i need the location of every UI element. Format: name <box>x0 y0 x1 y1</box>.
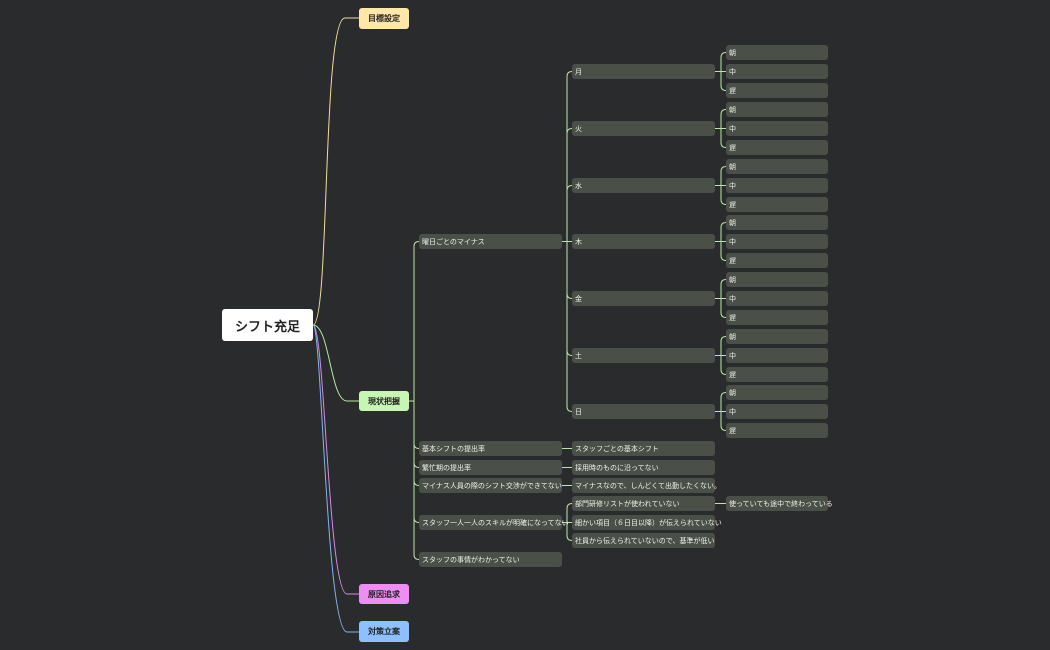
day-1-bracket-link <box>720 128 727 148</box>
shift-slot-node[interactable]: 中 <box>726 121 828 136</box>
day-4-bracket-link <box>720 298 727 318</box>
day-node[interactable]: 水 <box>572 178 715 193</box>
day-4-bracket-link <box>720 279 727 299</box>
day-node[interactable]: 木 <box>572 234 715 249</box>
shift-slot-node[interactable]: 遅 <box>726 310 828 325</box>
shift-slot-node[interactable]: 中 <box>726 234 828 249</box>
current-bracket-link <box>413 401 420 449</box>
shift-slot-node[interactable]: 朝 <box>726 102 828 117</box>
shift-slot-node[interactable]: 中 <box>726 291 828 306</box>
shift-slot-node[interactable]: 中 <box>726 178 828 193</box>
weekday-bracket-link <box>566 185 573 242</box>
issue-node[interactable]: スタッフ一人一人のスキルが明確になってない <box>419 515 569 530</box>
current-connector <box>312 324 359 402</box>
branch-current-state[interactable]: 現状把握 <box>359 391 409 411</box>
weekday-bracket-link <box>566 128 573 242</box>
day-node[interactable]: 金 <box>572 291 715 306</box>
goal-connector <box>312 17 359 326</box>
current-bracket-link <box>413 401 420 560</box>
day-5-bracket-link <box>720 355 727 375</box>
shift-slot-node[interactable]: 朝 <box>726 272 828 287</box>
plan-connector <box>312 324 359 633</box>
shift-slot-node[interactable]: 朝 <box>726 329 828 344</box>
shift-slot-node[interactable]: 遅 <box>726 197 828 212</box>
shift-slot-node[interactable]: 遅 <box>726 253 828 268</box>
issue-node[interactable]: 繁忙期の提出率 <box>419 460 562 475</box>
shift-slot-node[interactable]: 朝 <box>726 385 828 400</box>
weekday-minus-node[interactable]: 曜日ごとのマイナス <box>419 234 562 249</box>
issue-detail-node[interactable]: 社員から伝えられていないので、基準が低い <box>572 533 715 548</box>
issue-detail-node[interactable]: 採用時のものに沿ってない <box>572 460 715 475</box>
shift-slot-node[interactable]: 中 <box>726 64 828 79</box>
shift-slot-node[interactable]: 朝 <box>726 45 828 60</box>
issue-detail-node[interactable]: スタッフごとの基本シフト <box>572 441 715 456</box>
shift-slot-node[interactable]: 遅 <box>726 423 828 438</box>
day-node[interactable]: 月 <box>572 64 715 79</box>
branch-plan[interactable]: 対策立案 <box>359 621 409 642</box>
shift-slot-node[interactable]: 遅 <box>726 367 828 382</box>
current-bracket-link <box>413 401 420 468</box>
day-6-bracket-link <box>720 411 727 431</box>
weekday-bracket-link <box>566 241 573 299</box>
current-bracket-link <box>413 241 420 401</box>
cause-connector <box>312 324 359 595</box>
shift-slot-node[interactable]: 中 <box>726 404 828 419</box>
shift-slot-node[interactable]: 遅 <box>726 83 828 98</box>
shift-slot-node[interactable]: 遅 <box>726 140 828 155</box>
issue-node[interactable]: 基本シフトの提出率 <box>419 441 562 456</box>
day-6-bracket-link <box>720 392 727 412</box>
issue-3-bracket-link <box>566 522 573 541</box>
issue-node[interactable]: マイナス人員の際のシフト交渉ができてない <box>419 478 562 493</box>
day-node[interactable]: 火 <box>572 121 715 136</box>
day-node[interactable]: 土 <box>572 348 715 363</box>
root-node[interactable]: シフト充足 <box>222 309 313 341</box>
day-1-bracket-link <box>720 109 727 129</box>
issue-node[interactable]: スタッフの事情がわかってない <box>419 552 562 567</box>
weekday-bracket-link <box>566 71 573 242</box>
shift-slot-node[interactable]: 朝 <box>726 159 828 174</box>
day-node[interactable]: 日 <box>572 404 715 419</box>
shift-slot-node[interactable]: 中 <box>726 348 828 363</box>
day-2-bracket-link <box>720 185 727 205</box>
branch-goal[interactable]: 目標設定 <box>359 8 409 29</box>
issue-3-bracket-link <box>566 503 573 523</box>
day-5-bracket-link <box>720 336 727 356</box>
branch-cause[interactable]: 原因追求 <box>359 584 409 604</box>
day-3-bracket-link <box>720 241 727 261</box>
issue-detail-node[interactable]: 細かい項目（６日目以降）が伝えられていない <box>572 515 722 530</box>
issue-detail-node[interactable]: マイナスなので、しんどくて出勤したくない。 <box>572 478 721 493</box>
day-0-bracket-link <box>720 71 727 91</box>
issue-detail-node[interactable]: 使っていても途中で終わっている <box>726 496 833 511</box>
day-3-bracket-link <box>720 222 727 242</box>
day-2-bracket-link <box>720 166 727 186</box>
shift-slot-node[interactable]: 朝 <box>726 215 828 230</box>
day-0-bracket-link <box>720 52 727 72</box>
weekday-bracket-link <box>566 241 573 412</box>
issue-detail-node[interactable]: 部門研修リストが使われていない <box>572 496 715 511</box>
